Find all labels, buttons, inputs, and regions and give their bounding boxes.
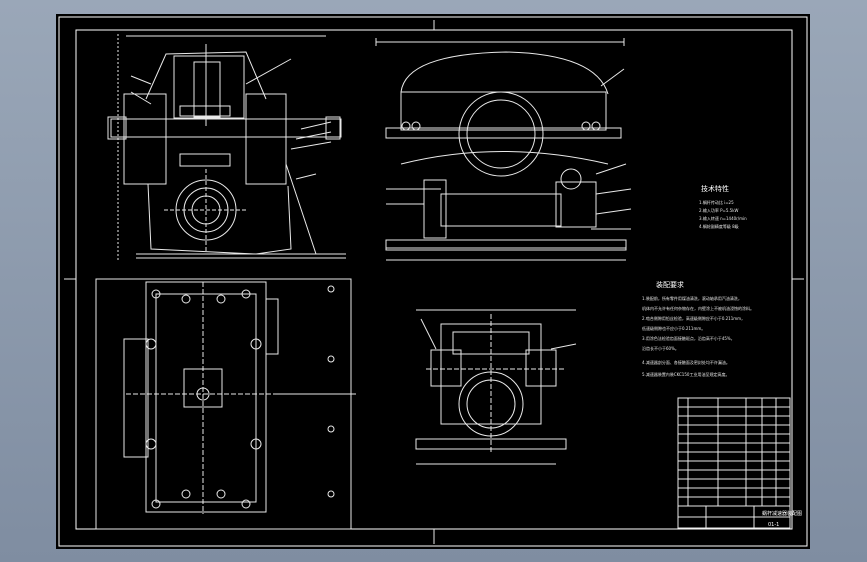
tech-spec-line-1: 1.蜗杆传动比 i=25 <box>699 200 734 205</box>
cad-viewport[interactable]: 技术特性 1.蜗杆传动比 i=25 2.输入功率 P=5.5kW 3.输入转速 … <box>56 14 810 549</box>
side-view[interactable] <box>375 38 632 261</box>
cross-section-view[interactable] <box>415 309 577 465</box>
title-block-number: 01-1 <box>768 522 780 528</box>
tech-spec-line-2: 2.输入功率 P=5.5kW <box>699 208 739 213</box>
assembly-line-5: 3.用涂色法检验齿面接触斑点，沿齿高不小于45%， <box>642 336 735 341</box>
assembly-line-6: 沿齿长不小于60%。 <box>642 346 679 351</box>
outer-frame <box>58 16 808 547</box>
assembly-line-4: 低速级侧隙也不应小于0.211mm。 <box>642 326 706 331</box>
front-section-view[interactable] <box>107 34 346 262</box>
top-view[interactable] <box>95 278 356 530</box>
assembly-line-7: 4.减速器剖分面、各接触面及密封处均不许漏油。 <box>642 360 730 365</box>
title-block-name: 蜗杆减速器装配图 <box>762 511 803 517</box>
technical-specs-title-text: 技术特性 <box>701 185 729 193</box>
tech-spec-line-4: 4.蜗轮副精度等级 8级 <box>699 224 739 229</box>
assembly-line-8: 5.减速器装置内装CKC150工业用油至规定高度。 <box>642 372 730 377</box>
parts-list-table[interactable] <box>677 397 791 529</box>
tech-spec-line-3: 3.输入转速 n=1440r/min <box>699 216 747 221</box>
assembly-line-1: 1.装配前，所有零件用煤油清洗，滚动轴承用汽油清洗， <box>642 296 742 301</box>
assembly-drawing[interactable] <box>56 14 810 549</box>
assembly-line-3: 2.啮合侧隙用铅丝检验，高速级侧隙应不小于0.211mm， <box>642 316 746 321</box>
assembly-line-2: 机体内不允许有任何杂物存在，内壁涂上不被机油浸蚀的涂料。 <box>642 306 754 311</box>
assembly-requirements-title: 装配要求 <box>656 281 684 289</box>
